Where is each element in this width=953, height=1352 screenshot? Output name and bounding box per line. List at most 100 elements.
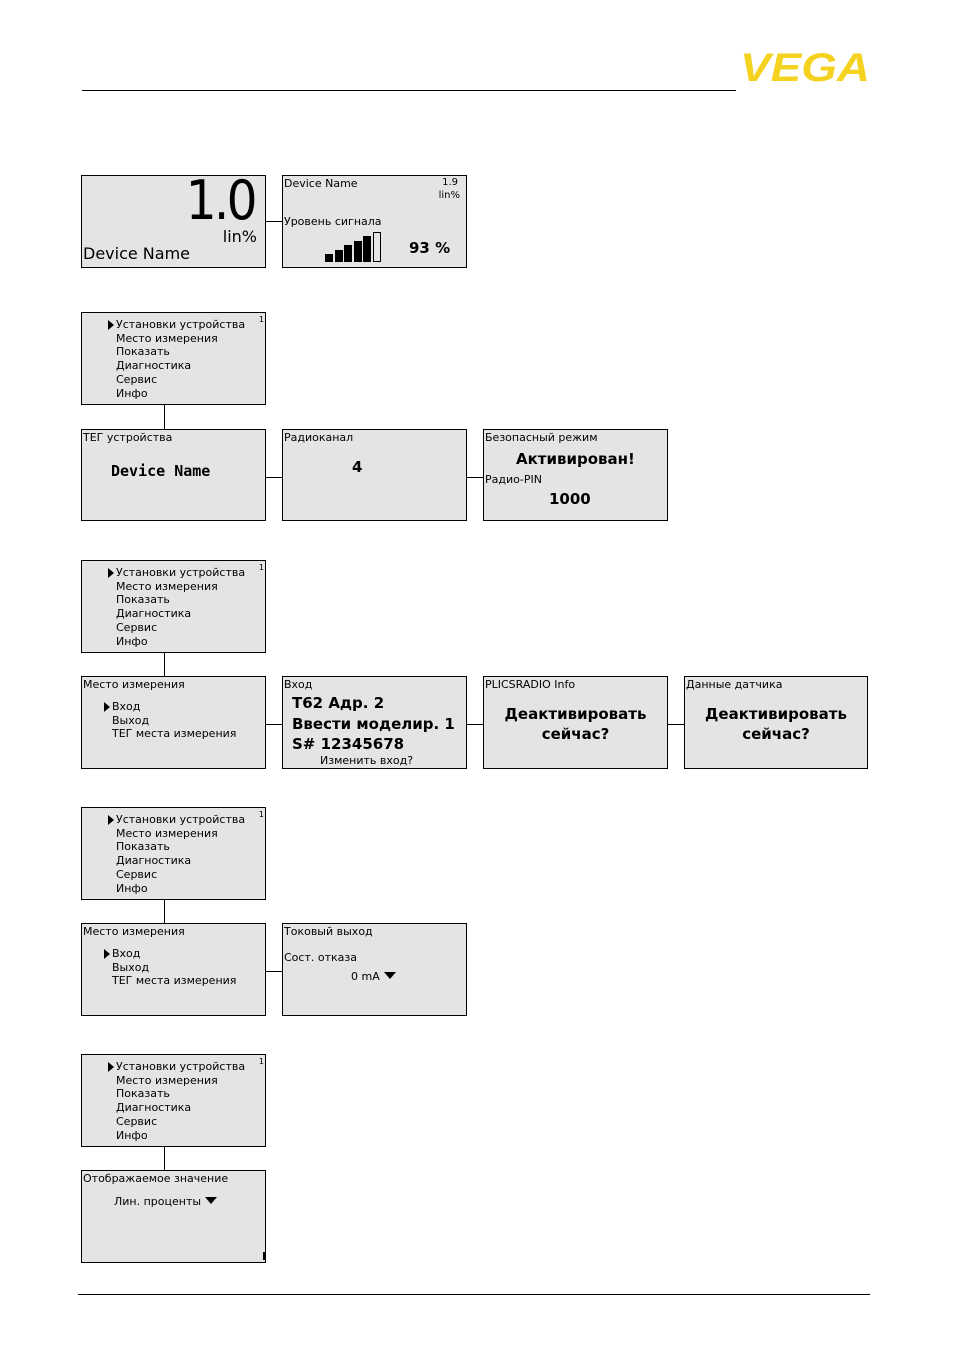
footer-rule: [78, 1294, 870, 1295]
pin-value: 1000: [549, 490, 591, 508]
menu-item[interactable]: Установки устройства: [116, 318, 246, 331]
menu-item[interactable]: Сервис: [116, 1114, 158, 1128]
menu-item[interactable]: Сервис: [116, 867, 158, 881]
caption: Место измерения: [83, 678, 185, 691]
menu-item[interactable]: Сервис: [116, 372, 158, 386]
deactivate-line1: Деактивировать: [504, 705, 647, 723]
submenu-item[interactable]: Выход: [112, 713, 150, 727]
selection-arrow-icon: [108, 815, 114, 825]
screen-input: Вход T62 Адр. 2 Ввести моделир. 1 S# 123…: [282, 676, 467, 769]
menu-item[interactable]: Диагностика: [116, 1101, 192, 1115]
caption: Данные датчика: [686, 678, 783, 691]
small-value: 1.9: [442, 177, 458, 188]
dropdown-arrow-icon: [383, 972, 396, 979]
page-indicator: 1: [258, 810, 264, 819]
menu-item[interactable]: Установки устройства: [116, 1060, 246, 1073]
connector: [164, 900, 165, 924]
dropdown-arrow-icon: [205, 1197, 218, 1204]
connector: [164, 1147, 165, 1171]
screen-plicsradio-info: PLICSRADIO Info Деактивировать сейчас?: [483, 676, 668, 769]
selection-arrow-icon: [108, 1062, 114, 1072]
signal-bar: [363, 236, 371, 262]
submenu-item[interactable]: ТЕГ места измерения: [112, 727, 237, 741]
menu-item[interactable]: Инфо: [116, 634, 148, 648]
connector: [266, 221, 283, 222]
connector: [266, 971, 283, 972]
caption: Токовый выход: [284, 925, 373, 938]
connector: [266, 724, 283, 725]
screen-sensor-data: Данные датчика Деактивировать сейчас?: [684, 676, 868, 769]
submenu-item[interactable]: ТЕГ места измерения: [112, 974, 237, 988]
menu-item[interactable]: Показать: [116, 840, 170, 854]
page-indicator: 1: [258, 1057, 264, 1066]
menu-item[interactable]: Установки устройства: [116, 566, 246, 579]
deactivate-question: Деактивировать сейчас?: [685, 704, 867, 744]
menu-item[interactable]: Диагностика: [116, 607, 192, 621]
connector: [266, 477, 283, 478]
connector: [668, 724, 685, 725]
display-value-text: Лин. проценты: [114, 1195, 202, 1208]
failure-mode-select[interactable]: 0 mA: [351, 971, 396, 982]
menu-item[interactable]: Место измерения: [116, 331, 218, 345]
signal-bar: [334, 249, 343, 262]
signal-bar: [344, 245, 352, 262]
vega-logo: VEGA: [740, 50, 870, 84]
screen-signal-level: Device Name 1.9 lin% Уровень сигнала 93 …: [282, 175, 467, 268]
display-value-select[interactable]: Лин. проценты: [114, 1195, 218, 1208]
deactivate-line2: сейчас?: [541, 725, 610, 743]
selection-arrow-icon: [104, 702, 110, 712]
menu-item[interactable]: Место измерения: [116, 826, 218, 840]
page-indicator: 1: [258, 315, 264, 324]
connector: [164, 405, 165, 430]
signal-bar: [353, 240, 362, 262]
input-serial: S# 12345678: [292, 735, 405, 753]
selection-arrow-icon: [108, 320, 114, 330]
menu-item[interactable]: Место измерения: [116, 1073, 218, 1087]
device-name: Device Name: [83, 244, 191, 263]
menu-item[interactable]: Инфо: [116, 386, 148, 400]
radio-channel-value: 4: [352, 458, 363, 476]
menu-item[interactable]: Показать: [116, 593, 170, 607]
menu-item[interactable]: Диагностика: [116, 854, 192, 868]
input-prompt: Изменить вход?: [320, 754, 414, 767]
menu-item[interactable]: Место измерения: [116, 579, 218, 593]
selection-arrow-icon: [104, 949, 110, 959]
menu-item[interactable]: Установки устройства: [116, 813, 246, 826]
signal-bars: [325, 230, 385, 262]
menu-item[interactable]: Диагностика: [116, 359, 192, 373]
device-tag-value: Device Name: [111, 462, 211, 480]
screen-current-output: Токовый выход Сост. отказа 0 mA: [282, 923, 467, 1016]
screen-main-value: 1.0 lin% Device Name: [81, 175, 266, 268]
screen-device-tag: ТЕГ устройства Device Name: [81, 429, 266, 521]
menu-item[interactable]: Показать: [116, 345, 170, 359]
menu-item[interactable]: Показать: [116, 1087, 170, 1101]
pin-label: Радио-PIN: [485, 473, 542, 486]
screen-safe-mode: Безопасный режим Активирован! Радио-PIN …: [483, 429, 668, 521]
screen-radio-channel: Радиоканал 4: [282, 429, 467, 521]
screen-display-value: Отображаемое значение Лин. проценты: [81, 1170, 266, 1263]
measured-unit: lin%: [222, 227, 257, 246]
failure-mode-label: Сост. отказа: [284, 951, 357, 964]
caption: Безопасный режим: [485, 431, 598, 444]
menu-item[interactable]: Инфо: [116, 881, 148, 895]
submenu-item[interactable]: Вход: [112, 700, 141, 713]
logo-text: VEGA: [740, 50, 870, 84]
signal-percent: 93 %: [409, 239, 451, 257]
scroll-marker: [263, 1252, 265, 1260]
menu-item[interactable]: Сервис: [116, 620, 158, 634]
signal-label: Уровень сигнала: [284, 215, 382, 228]
small-unit: lin%: [438, 190, 460, 201]
submenu-item[interactable]: Выход: [112, 960, 150, 974]
menu-item[interactable]: Инфо: [116, 1128, 148, 1142]
submenu-item[interactable]: Вход: [112, 947, 141, 960]
input-simulation: Ввести моделир. 1: [292, 715, 455, 733]
